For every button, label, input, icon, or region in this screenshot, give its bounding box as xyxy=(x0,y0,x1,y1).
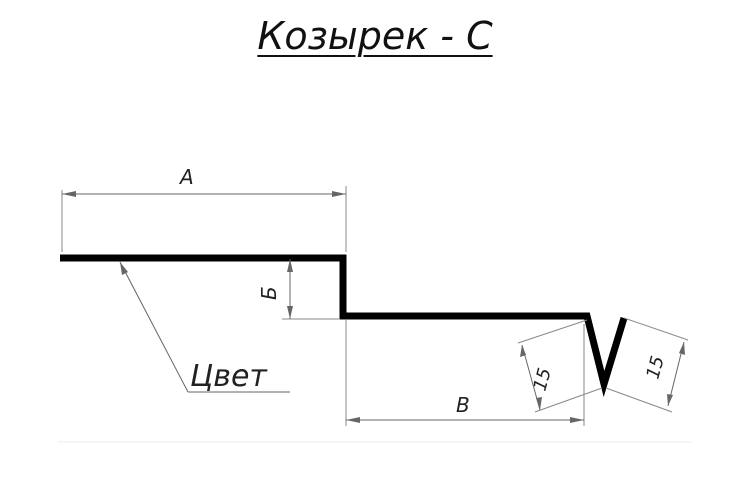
label-color: Цвет xyxy=(190,359,268,394)
arrow-fold-left-top xyxy=(520,345,526,357)
label-a: A xyxy=(178,165,194,189)
label-b: Б xyxy=(257,286,281,300)
profile-line xyxy=(60,254,628,398)
arrow-b-bottom xyxy=(287,306,293,319)
arrow-color xyxy=(120,262,128,275)
arrow-a-right xyxy=(332,191,346,197)
label-fold-right: 15 xyxy=(643,354,669,382)
arrow-fold-left-bottom xyxy=(536,397,542,410)
arrow-v-right xyxy=(570,417,584,423)
diagram-title: Козырек - С xyxy=(257,14,493,58)
label-v: B xyxy=(456,393,470,417)
extension-line-fold-left-b xyxy=(534,387,603,413)
extension-line-fold-right-a xyxy=(623,317,689,341)
extension-line-fold-right-b xyxy=(605,387,673,413)
leader-line-color xyxy=(119,261,189,393)
label-fold-left: 15 xyxy=(530,366,556,394)
arrow-fold-right-bottom xyxy=(667,394,673,406)
arrow-a-left xyxy=(62,191,76,197)
arrow-v-left xyxy=(346,417,360,423)
arrow-b-top xyxy=(287,259,293,272)
extension-line-fold-left-a xyxy=(517,319,588,344)
arrow-fold-right-top xyxy=(679,342,685,355)
